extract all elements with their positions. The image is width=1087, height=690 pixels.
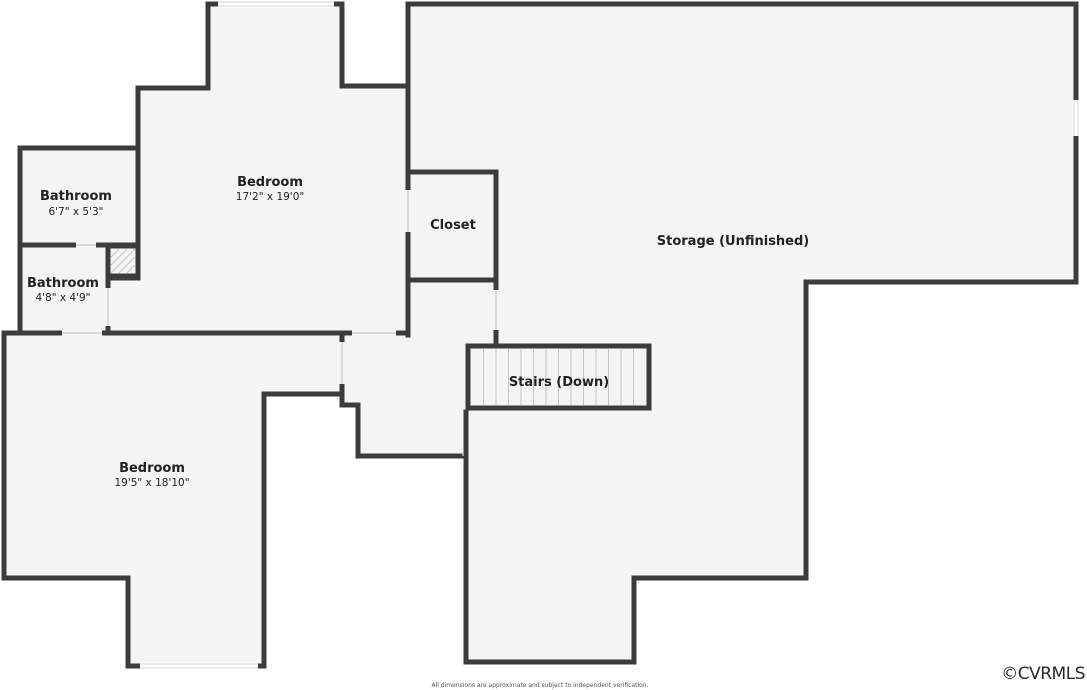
- room-dims-bathroom-1: 6'7" x 5'3": [48, 206, 103, 218]
- room-name-bathroom-1: Bathroom: [40, 189, 112, 204]
- room-name-closet: Closet: [430, 218, 476, 233]
- room-labels: Bedroom 17'2" x 19'0" Bathroom 6'7" x 5'…: [27, 175, 809, 489]
- room-dims-bathroom-2: 4'8" x 4'9": [35, 292, 90, 304]
- watermark-logo: ©CVRMLS: [1001, 664, 1085, 684]
- shaft-hatch-icon: [110, 248, 136, 274]
- room-name-bedroom-lower: Bedroom: [119, 461, 185, 476]
- room-dims-bedroom-lower: 19'5" x 18'10": [114, 477, 189, 489]
- room-name-bedroom-upper: Bedroom: [237, 175, 303, 190]
- stair-treads: [483, 349, 634, 405]
- floor-fills: [4, 4, 1076, 666]
- room-name-stairs: Stairs (Down): [509, 375, 609, 390]
- room-name-storage: Storage (Unfinished): [657, 234, 810, 249]
- room-name-bathroom-2: Bathroom: [27, 276, 99, 291]
- openings: [62, 0, 1080, 670]
- room-dims-bedroom-upper: 17'2" x 19'0": [236, 191, 304, 203]
- disclaimer-text: All dimensions are approximate and subje…: [431, 682, 649, 689]
